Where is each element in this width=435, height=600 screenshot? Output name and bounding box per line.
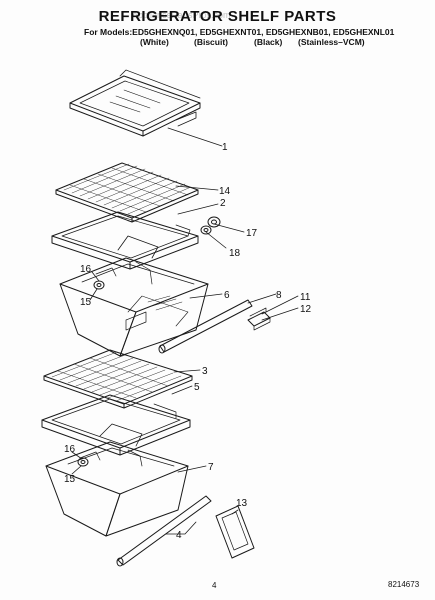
callout-16-upper: 16 — [80, 264, 92, 275]
watermark-text: AppliancePartsPros.com — [132, 10, 231, 20]
callout-18: 18 — [229, 248, 241, 259]
models-line: For Models:ED5GHEXNQ01, ED5GHEXNT01, ED5… — [84, 27, 395, 37]
callout-12: 12 — [300, 304, 312, 315]
callout-3: 3 — [202, 366, 208, 377]
crisper-cover-part — [55, 162, 199, 223]
upper-crisper-drawer — [59, 257, 209, 357]
slide-bracket-parts — [247, 307, 271, 331]
color-stainless: (Stainless–VCM) — [298, 37, 365, 47]
callout-11: 11 — [300, 292, 311, 303]
label-plate-part — [215, 505, 255, 559]
color-biscuit: (Biscuit) — [194, 37, 228, 47]
top-shelf-part — [69, 69, 201, 137]
callout-1: 1 — [222, 142, 228, 153]
callout-8: 8 — [276, 290, 282, 301]
callout-17: 17 — [246, 228, 258, 239]
callout-13: 13 — [236, 498, 248, 509]
callout-7: 7 — [208, 462, 214, 473]
callout-14: 14 — [219, 186, 231, 197]
callout-5: 5 — [194, 382, 200, 393]
callout-15-lower: 15 — [64, 474, 76, 485]
callout-2: 2 — [220, 198, 226, 209]
lower-crisper-drawer — [45, 441, 189, 537]
roller-parts — [200, 216, 221, 235]
callout-15-upper: 15 — [80, 297, 92, 308]
callout-labels: 1 14 2 17 18 16 15 6 8 11 12 3 5 16 15 7… — [64, 142, 312, 541]
page-number: 4 — [212, 581, 217, 590]
callout-4: 4 — [176, 530, 182, 541]
lower-drawer-rail — [116, 495, 212, 567]
cover-frame-part — [51, 211, 199, 270]
lower-frame-part — [41, 394, 191, 456]
upper-drawer-rail — [158, 299, 253, 354]
leader-lines — [71, 127, 299, 535]
page-title: REFRIGERATOR SHELF PARTS — [98, 8, 337, 25]
color-white: (White) — [140, 37, 169, 47]
color-black: (Black) — [254, 37, 283, 47]
callout-16-lower: 16 — [64, 444, 76, 455]
callout-6: 6 — [224, 290, 230, 301]
document-number: 8214673 — [388, 580, 420, 589]
lower-cover-part — [43, 349, 193, 409]
